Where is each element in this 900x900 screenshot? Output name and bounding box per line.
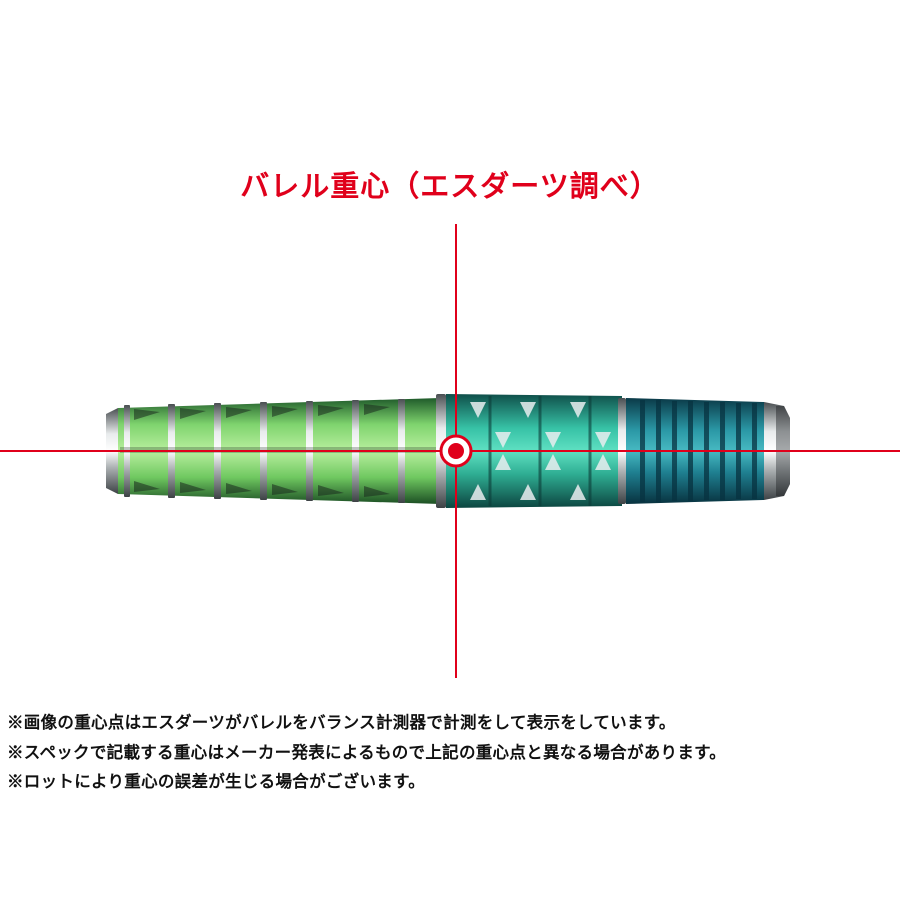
note-line: ※スペックで記載する重心はメーカー発表によるもので上記の重心点と異なる場合があり… (7, 742, 727, 762)
page-title: バレル重心（エスダーツ調べ） (240, 169, 660, 203)
note-line: ※ロットにより重心の誤差が生じる場合がございます。 (7, 772, 426, 791)
dart-barrel (106, 394, 790, 508)
note-line: ※画像の重心点はエスダーツがバレルをバランス計測器で計測をして表示をしています。 (7, 713, 676, 732)
notes: ※画像の重心点はエスダーツがバレルをバランス計測器で計測をして表示をしています。… (7, 708, 897, 797)
center-of-gravity-marker (439, 434, 473, 468)
teal-diamond-cuts (470, 402, 611, 500)
green-grip-teeth (120, 404, 440, 497)
